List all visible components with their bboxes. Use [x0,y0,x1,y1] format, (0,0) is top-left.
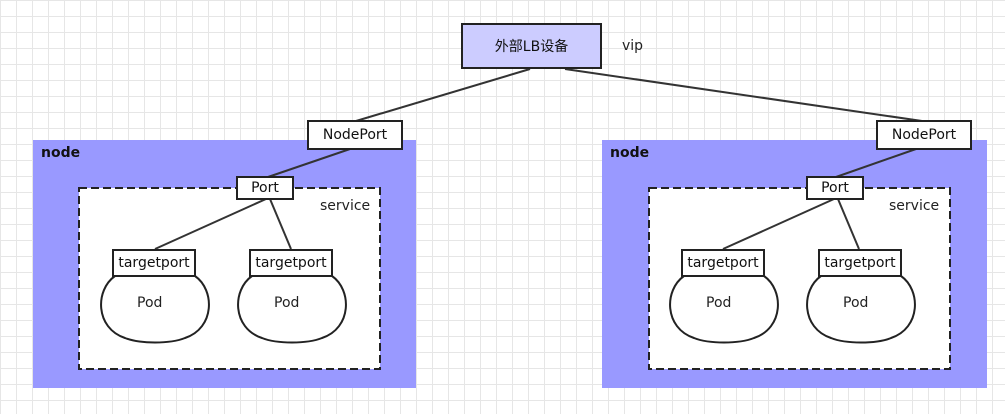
pod-shape-right-2 [806,275,916,344]
edge-port-target-left-2 [269,198,292,250]
targetport-box-left-2: targetport [249,249,333,277]
lb-device-label: 外部LB设备 [494,39,569,55]
edge-lb-nodeport-left [355,68,531,122]
pod-shape-left-1 [100,275,210,344]
targetport-box-right-1: targetport [681,249,765,277]
pod-shape-left-2 [237,275,347,344]
vip-label: vip [622,38,644,54]
targetport-label-right-1: targetport [687,255,759,271]
port-label-left: Port [251,180,279,196]
nodeport-label-left: NodePort [322,127,388,143]
pod-shape-right-1 [669,275,779,344]
port-box-right: Port [806,176,864,200]
port-label-right: Port [821,180,849,196]
targetport-label-left-2: targetport [255,255,327,271]
node-title-right: node [610,145,650,161]
node-title-left: node [41,145,81,161]
targetport-box-left-1: targetport [112,249,196,277]
edge-nodeport-port-right [835,148,917,178]
service-label-right: service [889,198,940,214]
pod-label-left-1: Pod [137,295,163,311]
pod-label-right-2: Pod [843,295,869,311]
edge-nodeport-port-left [267,148,351,178]
pod-label-left-2: Pod [274,295,300,311]
lb-device-box: 外部LB设备 [461,23,602,69]
service-label-left: service [320,198,371,214]
targetport-label-right-2: targetport [824,255,896,271]
port-box-left: Port [236,176,294,200]
nodeport-label-right: NodePort [891,127,957,143]
pod-label-right-1: Pod [706,295,732,311]
nodeport-box-right: NodePort [876,120,972,150]
targetport-label-left-1: targetport [118,255,190,271]
edge-lb-nodeport-right [564,68,923,122]
edge-port-target-right-2 [837,198,860,250]
edge-port-target-right-1 [722,198,835,250]
edge-port-target-left-1 [154,198,267,250]
nodeport-box-left: NodePort [307,120,403,150]
targetport-box-right-2: targetport [818,249,902,277]
